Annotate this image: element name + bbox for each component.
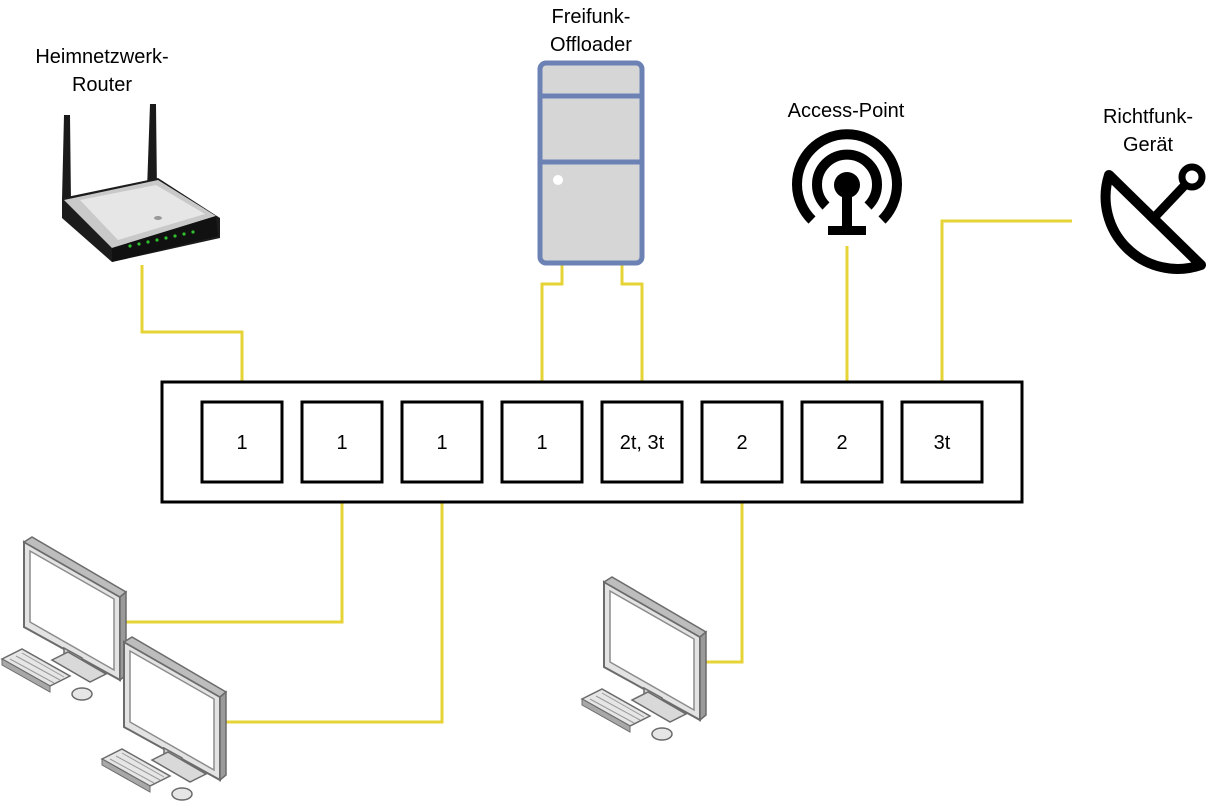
switch-port: 2	[700, 400, 784, 484]
cable-offloader-port4	[540, 263, 564, 402]
switch-port-label: 1	[536, 432, 547, 454]
switch-port: 2t, 3t	[600, 400, 684, 484]
switch-body	[160, 380, 1024, 504]
switch-port: 1	[300, 400, 384, 484]
switch-port-box	[800, 400, 884, 484]
switch-port-box	[300, 400, 384, 484]
switch-port-box	[700, 400, 784, 484]
offloader-label-line2: Offloader	[550, 34, 632, 56]
desktop-computer-icon	[1, 536, 127, 701]
cable-port3-pc2	[220, 483, 444, 724]
cables	[120, 219, 1072, 724]
cable-offloader-port5	[620, 263, 644, 402]
switch-port: 3t	[900, 400, 984, 484]
switch-port: 1	[200, 400, 284, 484]
cable-richtfunk-port8	[940, 219, 1072, 402]
switch-port: 1	[400, 400, 484, 484]
switch-port-box	[900, 400, 984, 484]
router-label-line1: Heimnetzwerk-	[35, 46, 168, 68]
switch-port-label: 2	[736, 432, 747, 454]
switch: 1 1 1 1 2t, 3t 2 2 3t	[160, 380, 1024, 504]
switch-port-label: 1	[336, 432, 347, 454]
switch-port-label: 1	[236, 432, 247, 454]
server-tower-icon	[537, 60, 645, 266]
switch-port-box	[500, 400, 584, 484]
switch-port: 2	[800, 400, 884, 484]
switch-port: 1	[500, 400, 584, 484]
switch-port-label: 1	[436, 432, 447, 454]
switch-port-label: 2t, 3t	[620, 432, 665, 454]
switch-ports: 1 1 1 1 2t, 3t 2 2 3t	[200, 400, 984, 484]
switch-port-box	[200, 400, 284, 484]
offloader-label-line1: Freifunk-	[552, 6, 631, 28]
richtfunk-label-line1: Richtfunk-	[1103, 106, 1193, 128]
richtfunk-label-line2: Gerät	[1123, 134, 1173, 156]
switch-port-label: 2	[836, 432, 847, 454]
switch-port-box	[400, 400, 484, 484]
router-icon	[62, 104, 220, 262]
cable-port2-pc1	[120, 483, 344, 624]
cable-port6-pc3	[698, 483, 744, 664]
router-label-line2: Router	[72, 74, 132, 96]
satellite-dish-icon	[1100, 163, 1206, 274]
switch-port-box	[600, 400, 684, 484]
switch-port-label: 3t	[934, 432, 951, 454]
desktop-computer-icon	[581, 576, 707, 741]
wireless-antenna-icon	[792, 129, 902, 235]
access-point-label: Access-Point	[788, 100, 905, 122]
cable-router-port1	[140, 265, 244, 402]
